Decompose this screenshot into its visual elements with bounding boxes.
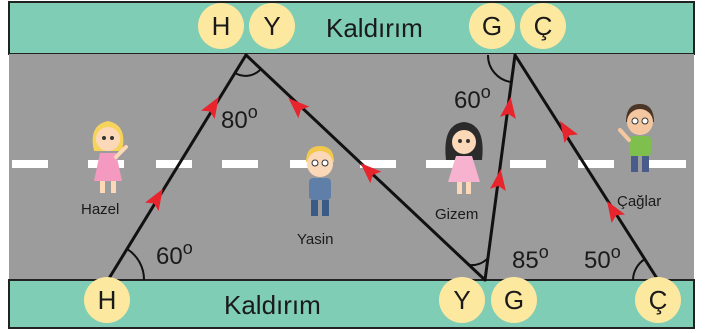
- angle-label-top-left: 80o: [221, 102, 258, 134]
- top-marker-h: [198, 3, 244, 49]
- angle-label-meet: 85o: [512, 242, 549, 274]
- angle-label-hazel-start: 60o: [156, 238, 193, 270]
- arrow-icon: [144, 188, 163, 212]
- child-name-gizem: Gizem: [435, 206, 478, 223]
- angle-label-top-right: 60o: [454, 82, 491, 114]
- bottom-marker-c: [635, 277, 681, 323]
- arc-yasin-gizem: [468, 257, 489, 267]
- top-marker-y: [249, 3, 295, 49]
- bottom-marker-h-label: H: [98, 285, 117, 315]
- arc-caglar-start: [632, 258, 646, 281]
- path-gizem: [483, 53, 517, 282]
- top-marker-g-label: G: [482, 11, 502, 41]
- top-marker-h-label: H: [212, 11, 231, 41]
- bottom-marker-h: [84, 277, 130, 323]
- child-name-yasin: Yasin: [297, 231, 333, 248]
- arrow-icon: [500, 97, 516, 119]
- top-marker-y-label: Y: [263, 11, 280, 41]
- direction-arrows: [144, 96, 626, 224]
- child-name-caglar: Çağlar: [617, 193, 661, 210]
- angle-label-caglar-start: 50o: [584, 242, 621, 274]
- arrow-icon: [607, 201, 626, 224]
- bottom-marker-g: [491, 277, 537, 323]
- sidewalk-top: [8, 1, 695, 55]
- arrow-icon: [288, 98, 310, 119]
- angle-arcs: [126, 54, 646, 281]
- child-gizem-icon: [445, 122, 483, 194]
- bottom-marker-g-label: G: [504, 285, 524, 315]
- child-name-hazel: Hazel: [81, 201, 119, 218]
- child-hazel-icon: [92, 121, 128, 193]
- arc-top-right: [486, 54, 512, 83]
- sidewalk-top-label: Kaldırım: [326, 13, 423, 43]
- top-marker-g: [469, 3, 515, 49]
- sidewalk-bottom-label: Kaldırım: [224, 290, 321, 320]
- top-marker-c: [520, 3, 566, 49]
- child-yasin-icon: [306, 146, 334, 216]
- arrow-icon: [490, 169, 506, 191]
- bottom-marker-y: [439, 277, 485, 323]
- path-hazel: [106, 53, 248, 282]
- top-markers: H Y G Ç: [198, 3, 566, 49]
- bottom-marker-c-label: Ç: [649, 285, 668, 315]
- arrow-icon: [360, 163, 382, 184]
- path-caglar: [513, 53, 660, 282]
- arc-top-left: [234, 68, 262, 77]
- bottom-marker-y-label: Y: [453, 285, 470, 315]
- arrow-icon: [560, 121, 579, 144]
- child-caglar-icon: [618, 104, 654, 172]
- top-marker-c-label: Ç: [534, 11, 553, 41]
- arrow-icon: [200, 96, 219, 120]
- arc-hazel-start: [126, 248, 146, 281]
- bottom-markers: H Y G Ç: [84, 277, 681, 323]
